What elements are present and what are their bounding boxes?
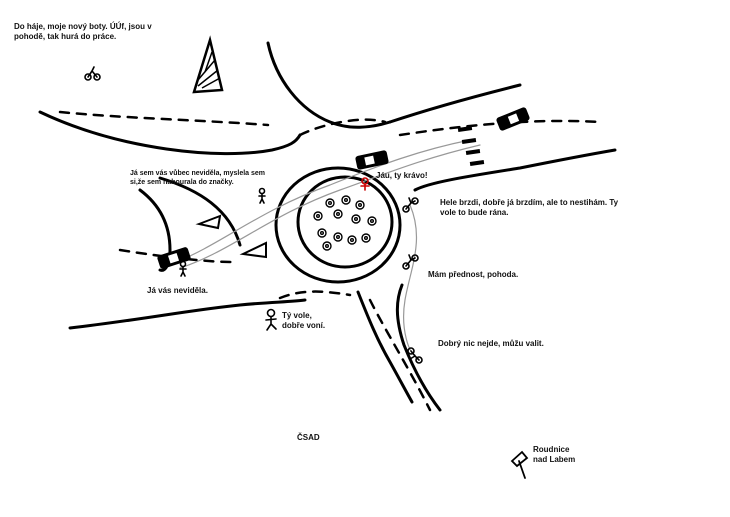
car-icon [157, 247, 191, 269]
cyclist-icon [402, 197, 419, 213]
car-trail-left [175, 139, 471, 263]
crashed-cyclist-icon [360, 177, 370, 191]
label-destination: Roudnice nad Labem [533, 445, 576, 464]
road-edge-south-east-outer [395, 283, 442, 412]
lane-dash-north [298, 118, 387, 137]
label-right-middle: Mám přednost, pohoda. [428, 270, 519, 279]
label-right-bottom: Dobrý nic nejde, můžu valit. [438, 339, 544, 348]
road-edge-north-west [38, 110, 302, 156]
flower-icon [361, 233, 371, 243]
road-edge-east [413, 148, 617, 192]
label-right-top: Hele brzdi, dobře já brzdím, ale to nest… [440, 198, 619, 217]
flower-icon [355, 200, 365, 210]
lane-dash-north-east [398, 119, 602, 137]
road-edge-west-island [158, 176, 242, 247]
roundabout-outer-ring [274, 166, 402, 284]
roundabout-inner-ring [296, 175, 394, 269]
flower-icon [333, 232, 343, 242]
flower-icon [333, 209, 343, 219]
signpost-icon [510, 450, 529, 479]
flower-icon [347, 235, 357, 245]
flower-icon [313, 211, 323, 221]
flower-icon [317, 228, 327, 238]
road-edge-south-east-inner [356, 290, 414, 404]
pedestrian-icon [179, 260, 187, 277]
label-top-left: Do háje, moje nový boty. ÚÚf, jsou v poh… [14, 22, 152, 41]
yield-triangle-icon [195, 214, 222, 230]
cyclist-icon [407, 347, 423, 364]
cyclist-icon [402, 254, 419, 270]
pedestrian-icon [258, 187, 266, 204]
flower-icon [351, 214, 361, 224]
car-icon [355, 150, 389, 170]
lane-dash-south [278, 290, 352, 300]
cyclist-icon [84, 66, 101, 81]
lane-dash-west-upper [58, 110, 270, 127]
flower-icon [325, 198, 335, 208]
road-edge-north-island [266, 41, 392, 129]
yield-triangle-icon [239, 241, 267, 259]
car-trail-left-second [179, 144, 481, 269]
flower-icon [367, 216, 377, 226]
traffic-island-hatched [192, 35, 224, 94]
label-bus-station: ČSAD [297, 433, 320, 442]
road-edge-north-east [388, 83, 522, 124]
road-edge-west-splitter [138, 188, 172, 272]
label-left-bottom: Já vás neviděla. [147, 286, 208, 295]
cyclist-trail [403, 204, 417, 356]
zebra-crossing-icon [457, 126, 485, 166]
label-jau: Jáu, ty krávo! [376, 171, 428, 180]
label-left-driver: Já sem vás vůbec neviděla, myslela sem s… [130, 170, 266, 186]
flower-bed [313, 195, 377, 251]
road-edge-south [68, 298, 307, 330]
flower-icon [322, 241, 332, 251]
lane-dash-south-east [368, 298, 432, 412]
pedestrian-icon [265, 308, 277, 331]
flower-icon [341, 195, 351, 205]
car-icon [496, 107, 530, 131]
label-pedestrian: Tý vole, dobře voní. [282, 311, 326, 330]
